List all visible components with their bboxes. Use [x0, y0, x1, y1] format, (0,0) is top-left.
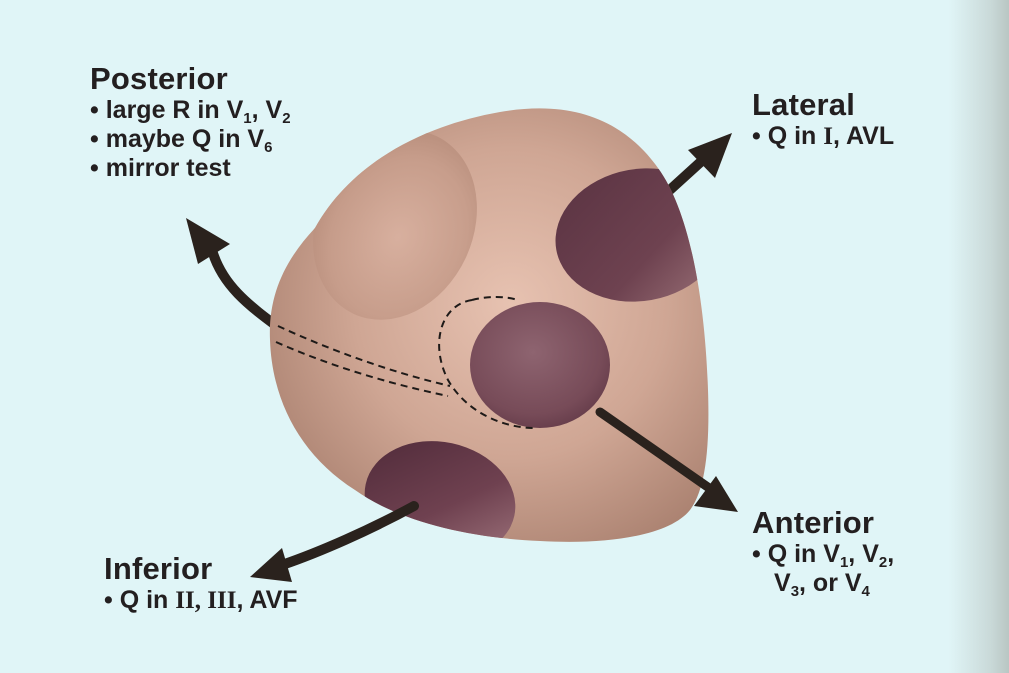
posterior-arrowhead-icon	[186, 218, 230, 264]
anterior-line-1-post: ,	[887, 540, 894, 568]
lead-roman-numeral: I	[823, 123, 833, 150]
lateral-title: Lateral	[752, 88, 894, 122]
anterior-line-1-mid: , V	[848, 540, 879, 568]
subscript: 2	[879, 554, 887, 571]
inferior-line-1-post: , AVF	[236, 586, 297, 614]
lateral-line-1-text: Q in	[768, 122, 824, 150]
lead-roman-numeral: II, III	[175, 587, 236, 614]
lateral-line-1: • Q in I, AVL	[752, 122, 894, 151]
anterior-line-1-text: Q in V	[768, 540, 840, 568]
posterior-line-2-text: maybe Q in V	[106, 125, 264, 153]
bullet: •	[90, 96, 99, 124]
posterior-label: Posterior • large R in V1, V2 • maybe Q …	[90, 62, 291, 183]
anterior-line-2: V3, or V4	[752, 569, 894, 598]
lateral-label: Lateral • Q in I, AVL	[752, 88, 894, 151]
anterior-infarct-zone	[470, 302, 610, 428]
posterior-line-1: • large R in V1, V2	[90, 96, 291, 125]
anterior-label: Anterior • Q in V1, V2, V3, or V4	[752, 506, 894, 598]
posterior-line-1-text: large R in V	[106, 96, 244, 124]
posterior-line-1-mid: , V	[252, 96, 283, 124]
anterior-line-1: • Q in V1, V2,	[752, 540, 894, 569]
subscript: 6	[264, 139, 272, 156]
anterior-line-2-text: V	[774, 569, 791, 597]
subscript: 2	[282, 110, 290, 127]
bullet: •	[104, 586, 113, 614]
inferior-label: Inferior • Q in II, III, AVF	[104, 552, 298, 615]
bullet: •	[752, 540, 761, 568]
subscript: 3	[791, 583, 799, 600]
bullet: •	[90, 154, 99, 182]
inferior-arrow-icon	[282, 506, 414, 565]
posterior-line-2: • maybe Q in V6	[90, 125, 291, 154]
inferior-line-1-text: Q in	[120, 586, 176, 614]
posterior-line-3: • mirror test	[90, 154, 291, 183]
anterior-line-2-mid: , or V	[799, 569, 862, 597]
subscript: 4	[862, 583, 870, 600]
bullet: •	[752, 122, 761, 150]
inferior-line-1: • Q in II, III, AVF	[104, 586, 298, 615]
bullet: •	[90, 125, 99, 153]
posterior-title: Posterior	[90, 62, 291, 96]
anterior-title: Anterior	[752, 506, 894, 540]
posterior-line-3-text: mirror test	[106, 154, 231, 182]
inferior-title: Inferior	[104, 552, 298, 586]
lateral-line-1-post: , AVL	[833, 122, 894, 150]
